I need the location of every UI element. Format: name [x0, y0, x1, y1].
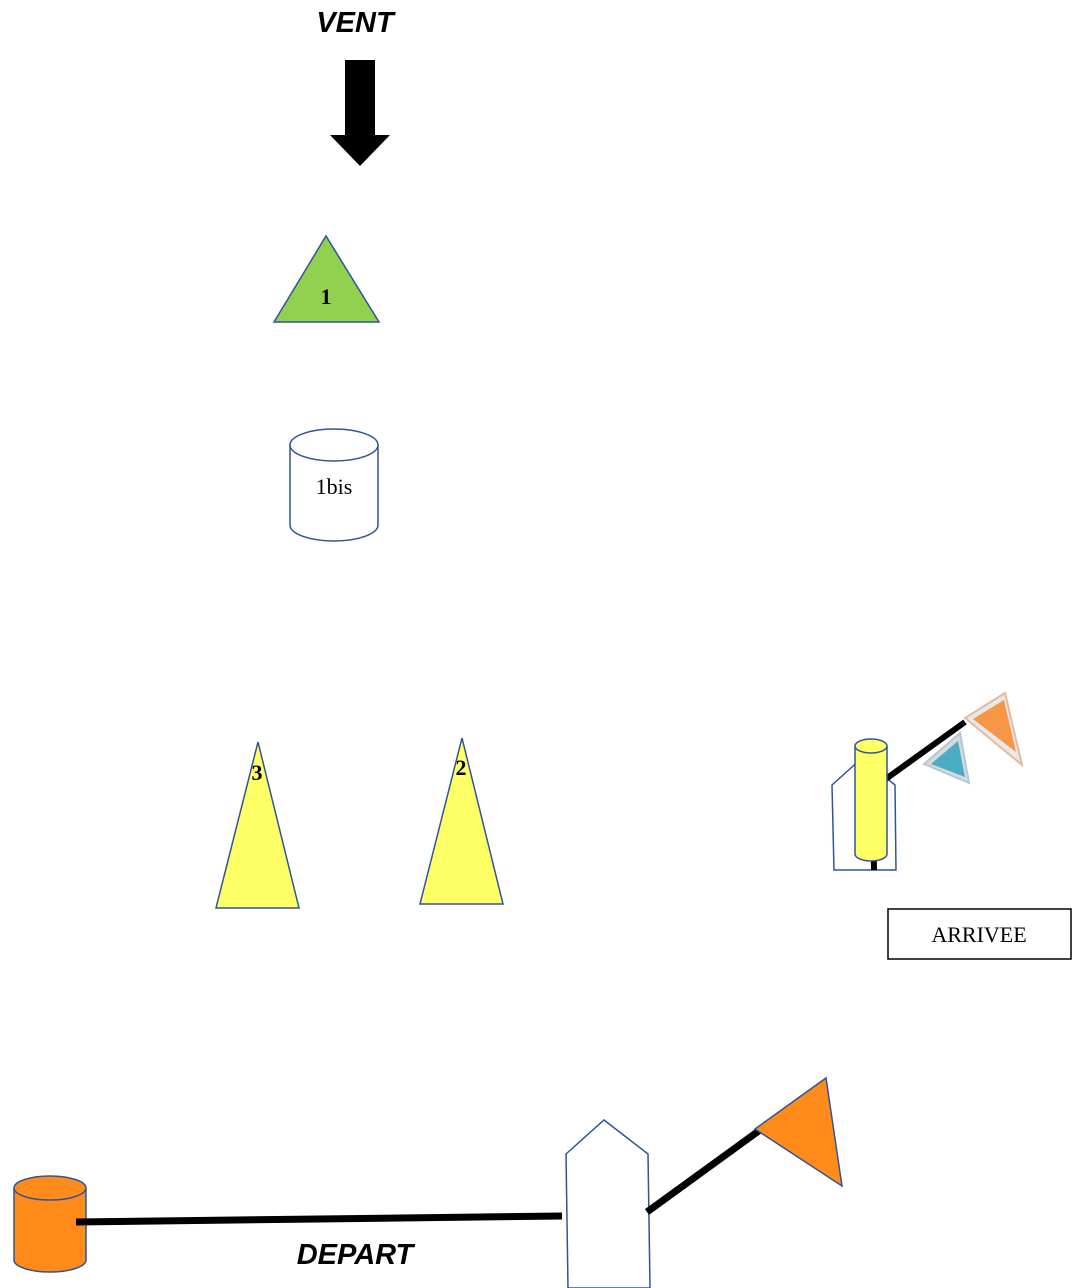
mark-1bis: 1bis: [289, 428, 379, 542]
mark-3: 3: [215, 741, 300, 909]
start-line: [75, 1212, 563, 1226]
wind-arrow-icon: [330, 60, 390, 166]
finish-buoy: [854, 738, 888, 862]
finish-label-box: ARRIVEE: [887, 908, 1072, 960]
mark-1: 1: [272, 234, 381, 323]
finish-flag-pole: [874, 719, 967, 789]
start-flag-orange-icon: [753, 1076, 843, 1188]
mark-1-label: 1: [321, 284, 332, 309]
finish-flag-orange-icon: [963, 691, 1024, 768]
wind-label: VENT: [316, 7, 396, 39]
start-flag-pole: [644, 1127, 763, 1215]
mark-2-label: 2: [456, 755, 467, 780]
mark-2: 2: [419, 737, 504, 905]
start-committee-boat: [565, 1119, 651, 1288]
mark-3-label: 3: [252, 760, 263, 785]
mark-1bis-label: 1bis: [316, 474, 353, 499]
start-buoy: [13, 1175, 87, 1273]
start-label: DEPART: [297, 1239, 416, 1271]
finish-label: ARRIVEE: [931, 922, 1026, 947]
finish-flag-blue-icon: [922, 731, 971, 785]
